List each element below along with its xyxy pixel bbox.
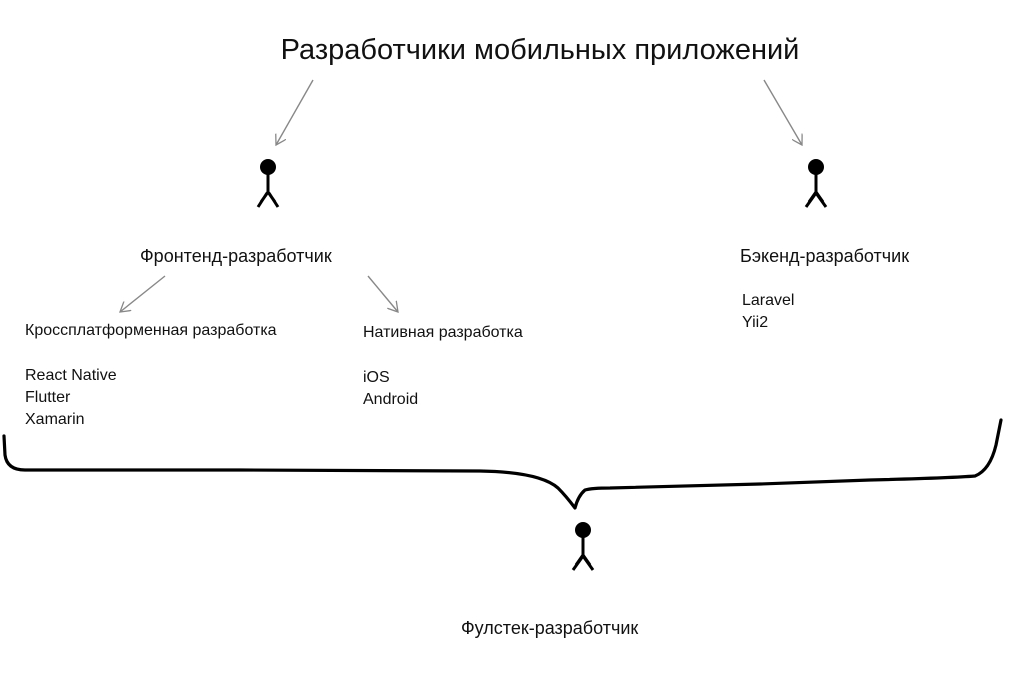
arrow-to-native — [367, 275, 398, 312]
stick-figure-fullstack-icon — [571, 522, 595, 571]
native-label: Нативная разработка — [363, 324, 523, 341]
list-item: Laravel — [742, 292, 795, 309]
list-item: Xamarin — [25, 411, 85, 428]
list-item: iOS — [363, 369, 390, 386]
arrow-to-frontend — [276, 79, 314, 145]
stick-figure-backend-icon — [804, 159, 828, 208]
list-item: Flutter — [25, 389, 71, 406]
native-list: iOS Android — [363, 367, 418, 411]
backend-label: Бэкенд-разработчик — [740, 246, 910, 266]
diagram-title: Разработчики мобильных приложений — [280, 34, 800, 66]
list-item: Android — [363, 391, 419, 408]
frontend-label: Фронтенд-разработчик — [140, 246, 332, 266]
arrow-to-backend — [763, 79, 802, 145]
crossplatform-label: Кроссплатформенная разработка — [25, 322, 277, 339]
list-item: React Native — [25, 367, 117, 384]
list-item: Yii2 — [742, 314, 769, 331]
curly-brace — [2, 418, 1003, 510]
backend-list: Laravel Yii2 — [742, 290, 794, 334]
crossplatform-list: React Native Flutter Xamarin — [25, 365, 117, 431]
fullstack-label: Фулстек-разработчик — [461, 618, 639, 638]
arrow-to-crossplatform — [120, 275, 166, 312]
stick-figure-frontend-icon — [256, 159, 280, 208]
